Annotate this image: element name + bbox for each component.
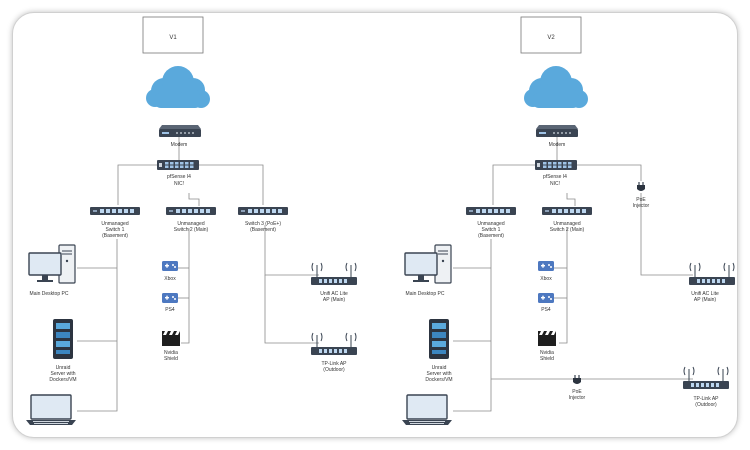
v2-router-icon	[535, 160, 577, 170]
v2-shield-label-1: Nvidia	[540, 350, 554, 356]
v2-poe2-label-2: Injector	[569, 395, 586, 401]
v1-shield-label-1: Nvidia	[164, 350, 178, 356]
v1-router-label-1: pfSense I4	[167, 174, 191, 180]
v2-xbox-icon	[538, 261, 554, 271]
v2-server-label-1: Unraid	[432, 365, 447, 371]
v2-laptop-icon	[401, 394, 453, 426]
v2-unifi-label-2: AP (Main)	[694, 297, 716, 303]
v2-poe1-label-1: PoE	[636, 197, 646, 203]
v2-shield-label-2: Shield	[540, 356, 554, 362]
network-diagram: V1 Modem pfSense I4 NIC! Unmanaged Switc…	[25, 16, 736, 426]
v1-tplink-label-1: TP-Link AP	[321, 361, 347, 367]
v1-title-box	[142, 16, 204, 54]
v2-switch2-label-1: Unmanaged	[553, 221, 580, 227]
v1-switch3-label-2: (Basement)	[250, 227, 276, 233]
v2-switch2-label-2: Switch 2 (Main)	[550, 227, 585, 233]
diagram-frame: V1 Modem pfSense I4 NIC! Unmanaged Switc…	[12, 12, 738, 438]
v1-server-label-2: Server with	[50, 371, 75, 377]
v2-router-label-1: pfSense I4	[543, 174, 567, 180]
v2-tplink-label-2: (Outdoor)	[695, 402, 717, 408]
v1-server-label-1: Unraid	[56, 365, 71, 371]
v1-switch3-label-1: Switch 3 (PoE+)	[245, 221, 281, 227]
v1-links	[77, 131, 319, 412]
v2-desktop-pc-icon	[404, 244, 452, 284]
v2-ps4-icon	[538, 293, 554, 303]
v2-switch1-icon	[466, 207, 516, 215]
v1-shield-icon	[162, 331, 180, 346]
v2-switch1-label-3: (Basement)	[478, 233, 504, 239]
v1-title: V1	[169, 35, 177, 41]
v2-pc-label: Main Desktop PC	[406, 291, 445, 297]
v1-router-label-2: NIC!	[174, 181, 184, 187]
v2-switch2-icon	[542, 207, 592, 215]
v1-ps4-label: PS4	[165, 307, 175, 313]
v1-server-icon	[53, 319, 73, 359]
v2-server-label-2: Server with	[426, 371, 451, 377]
v2-switch1-label-2: Switch 1	[482, 227, 501, 233]
v1-switch1-icon	[90, 207, 140, 215]
v1-tplink-label-2: (Outdoor)	[323, 367, 345, 373]
v1-xbox-label: Xbox	[164, 276, 176, 282]
v2-modem-icon	[536, 125, 578, 137]
v2-tplink-label-1: TP-Link AP	[693, 396, 719, 402]
v2-switch1-label-1: Unmanaged	[477, 221, 504, 227]
v1-switch3-icon	[238, 207, 288, 215]
v2-title-box	[520, 16, 582, 54]
v1-unifi-ap-icon	[310, 262, 358, 286]
v1-shield-label-2: Shield	[164, 356, 178, 362]
v1-unifi-label-1: Unifi AC Lite	[320, 291, 348, 297]
v2-network: V2 Modem pfSense I4 NIC! PoE Injector Un…	[401, 16, 736, 426]
v1-laptop-icon	[25, 394, 77, 426]
v2-internet-cloud-icon	[524, 66, 588, 108]
v2-tplink-ap-icon	[682, 366, 730, 390]
v2-xbox-label: Xbox	[540, 276, 552, 282]
v1-router-icon	[157, 160, 199, 170]
v1-ps4-icon	[162, 293, 178, 303]
v1-pc-label: Main Desktop PC	[30, 291, 69, 297]
v1-switch1-label-1: Unmanaged	[101, 221, 128, 227]
v2-router-label-2: NIC!	[550, 181, 560, 187]
v1-switch1-label-3: (Basement)	[102, 233, 128, 239]
v1-modem-icon	[159, 125, 201, 137]
v1-desktop-pc-icon	[28, 244, 76, 284]
v2-poe2-label-1: PoE	[572, 389, 582, 395]
v1-switch2-label-2: Switch 2 (Main)	[174, 227, 209, 233]
v1-unifi-label-2: AP (Main)	[323, 297, 345, 303]
v1-tplink-ap-icon	[310, 332, 358, 356]
v2-server-icon	[429, 319, 449, 359]
v2-title: V2	[547, 35, 555, 41]
v2-poe-injector-2-icon	[572, 374, 582, 385]
v1-switch2-icon	[166, 207, 216, 215]
v1-internet-cloud-icon	[146, 66, 210, 108]
v1-switch2-label-1: Unmanaged	[177, 221, 204, 227]
v2-server-label-3: Dockers/VM	[425, 377, 452, 383]
v2-poe-injector-1-icon	[636, 181, 646, 192]
v2-links	[453, 131, 693, 412]
v2-ps4-label: PS4	[541, 307, 551, 313]
v2-modem-label: Modem	[549, 142, 566, 148]
v1-switch1-label-2: Switch 1	[106, 227, 125, 233]
v2-poe1-label-2: Injector	[633, 203, 650, 209]
v2-unifi-label-1: Unifi AC Lite	[691, 291, 719, 297]
v1-modem-label: Modem	[171, 142, 188, 148]
v2-unifi-ap-icon	[688, 262, 736, 286]
v1-network: V1 Modem pfSense I4 NIC! Unmanaged Switc…	[25, 16, 358, 426]
v1-xbox-icon	[162, 261, 178, 271]
v1-server-label-3: Dockers/VM	[49, 377, 76, 383]
v2-shield-icon	[538, 331, 556, 346]
